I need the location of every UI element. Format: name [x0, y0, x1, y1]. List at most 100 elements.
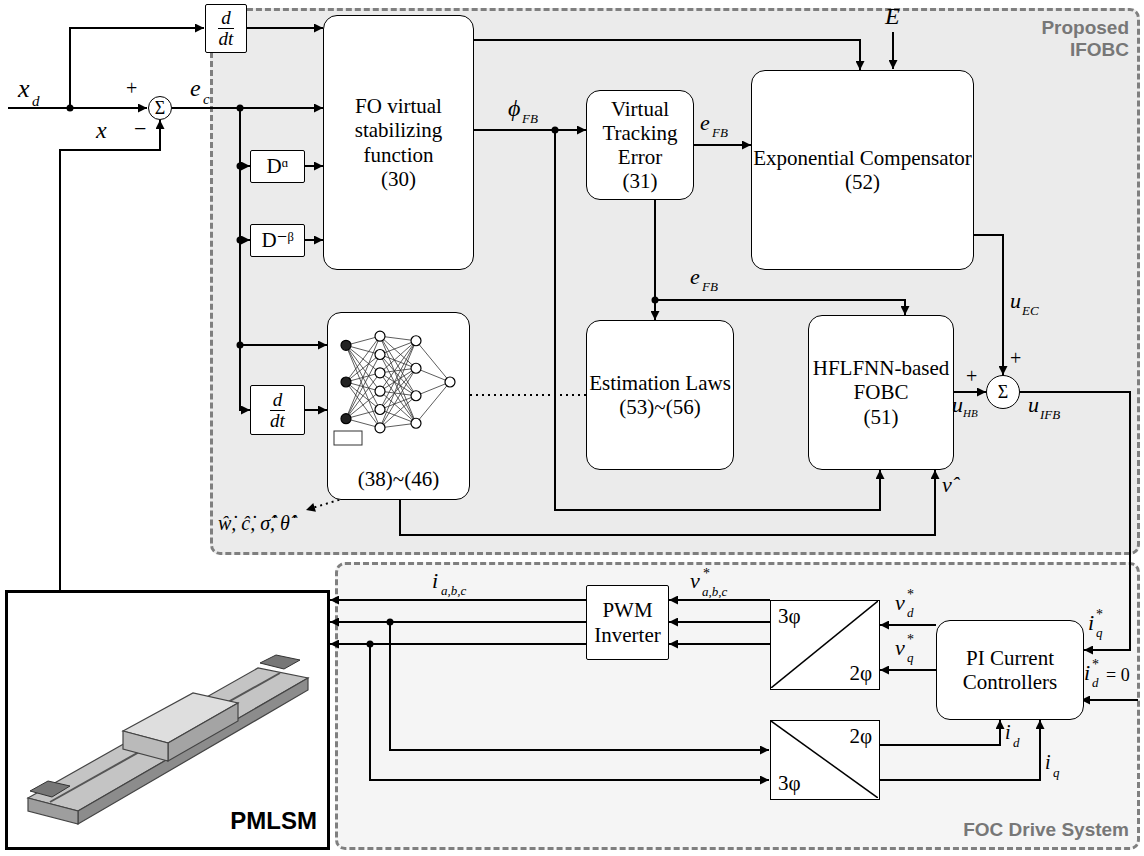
signal-label: d — [32, 94, 40, 109]
node-text: (52) — [845, 170, 880, 194]
signal-label: a,b,c — [702, 585, 727, 598]
text-group: Dᵅ — [267, 154, 289, 178]
text-group: Estimation Laws(53)~(56) — [589, 371, 731, 419]
node-text: (31) — [623, 169, 658, 193]
signal-label: = 0 — [1106, 666, 1130, 684]
signal-label: u — [1010, 290, 1021, 312]
signal-label: a,b,c — [441, 584, 466, 597]
signal-label: * — [907, 588, 914, 602]
process-box: Exponential Compensator(52) — [751, 70, 974, 270]
node-text: D⁻ᵝ — [261, 228, 293, 252]
signal-connector — [954, 391, 986, 393]
text-group: Exponential Compensator(52) — [753, 146, 972, 194]
process-box: Estimation Laws(53)~(56) — [586, 320, 734, 470]
node-text: dt — [216, 29, 237, 49]
signal-label: IFB — [1040, 408, 1060, 421]
inverter-box: PWM Inverter — [586, 585, 669, 660]
signal-label: FB — [702, 280, 718, 293]
region-band: FOC Drive SystemPI Current Controllers3φ… — [335, 562, 1140, 850]
signal-connector — [880, 624, 936, 626]
signal-label: i — [1084, 662, 1090, 684]
signal-label: HB — [963, 408, 978, 419]
signal-label: v — [690, 570, 700, 592]
signal-label: * — [1096, 608, 1103, 622]
signal-connector — [669, 599, 770, 601]
node-text: Virtual Tracking Error — [587, 97, 693, 169]
signal-label: E — [885, 4, 900, 28]
signal-connector — [247, 27, 323, 29]
node-text: 3φ — [778, 773, 801, 794]
fractional-operator: D⁻ᵝ — [250, 224, 305, 257]
region-title: Proposed IFOBC — [1029, 17, 1129, 61]
signal-connector — [330, 599, 586, 601]
node-text: 2φ — [849, 663, 872, 684]
signal-label: FB — [712, 126, 728, 139]
node-text: (38)~(46) — [328, 467, 469, 491]
signal-label: q — [1096, 626, 1103, 639]
process-box: Virtual Tracking Error(31) — [586, 90, 694, 200]
signal-label: e — [690, 266, 700, 288]
node-text: Dᵅ — [267, 154, 289, 178]
signal-label: i — [432, 570, 438, 592]
summing-junction: Σ — [986, 375, 1020, 409]
signal-connector — [305, 165, 323, 167]
controller-box: PI Current Controllers — [936, 620, 1084, 720]
signal-label: + — [1010, 348, 1021, 368]
node-text: 3φ — [778, 606, 801, 627]
node-text: HFLFNN-based FOBC — [809, 356, 953, 404]
signal-connector — [60, 120, 160, 590]
node-text: (53)~(56) — [619, 395, 700, 419]
signal-label: u — [1028, 394, 1039, 416]
signal-label: q — [907, 651, 914, 664]
input-wire — [8, 107, 147, 109]
signal-label: FB — [522, 112, 538, 125]
node-text: PWM Inverter — [587, 598, 668, 646]
node-text: (51) — [864, 405, 899, 429]
node-text: (30) — [381, 167, 416, 191]
node-text: Σ — [998, 383, 1008, 401]
input-wire — [892, 32, 894, 69]
transform-block: 2φ 3φ — [770, 720, 880, 800]
signal-connector — [669, 621, 770, 623]
signal-label: ŵ̇, ĉ̇, σ̂̇, θ̂̇ — [218, 513, 290, 533]
node-text: Exponential Compensator — [753, 146, 972, 170]
text-group: Σ — [998, 383, 1008, 401]
process-box: FO virtual stabilizing function(30) — [323, 15, 474, 270]
transform-block: 3φ 2φ — [770, 600, 880, 690]
signal-label: i — [1045, 752, 1051, 772]
text-group: D⁻ᵝ — [261, 228, 293, 252]
signal-label: e — [700, 112, 710, 134]
signal-connector — [669, 643, 770, 645]
neural-network-block: (38)~(46) — [327, 312, 470, 500]
signal-label: − — [134, 118, 146, 140]
node-text: PI Current Controllers — [937, 646, 1083, 694]
signal-label: + — [126, 78, 137, 98]
text-group: Σ — [155, 99, 165, 117]
text-group: ddt — [216, 8, 237, 49]
signal-label: c — [203, 92, 210, 107]
signal-label: d — [1013, 736, 1020, 749]
node-text: dt — [267, 411, 288, 431]
signal-connector — [330, 621, 586, 623]
node-text: Estimation Laws — [589, 371, 731, 395]
signal-label: * — [907, 633, 914, 647]
node-text: 2φ — [849, 726, 872, 747]
motor-box: PMLSM — [5, 590, 330, 850]
signal-label: q — [1053, 766, 1060, 779]
signal-connector — [880, 669, 936, 671]
signal-label: x — [96, 118, 107, 142]
region-band: Proposed IFOBC FO virtual stabilizing fun… — [210, 8, 1140, 555]
text-group: PWM Inverter — [587, 598, 668, 646]
node-text: d — [270, 390, 286, 411]
reference-wire — [1081, 699, 1138, 701]
signal-label: ϕ — [508, 96, 520, 120]
signal-label: d — [907, 606, 914, 619]
signal-label: i — [1088, 612, 1094, 634]
text-group: ddt — [267, 390, 288, 431]
process-box: HFLFNN-based FOBC(51) — [808, 315, 954, 470]
signal-label: d — [1092, 676, 1099, 689]
input-wire — [70, 28, 204, 108]
signal-connector — [305, 239, 323, 241]
text-group: FO virtual stabilizing function(30) — [324, 94, 473, 191]
signal-label: * — [1092, 658, 1099, 672]
